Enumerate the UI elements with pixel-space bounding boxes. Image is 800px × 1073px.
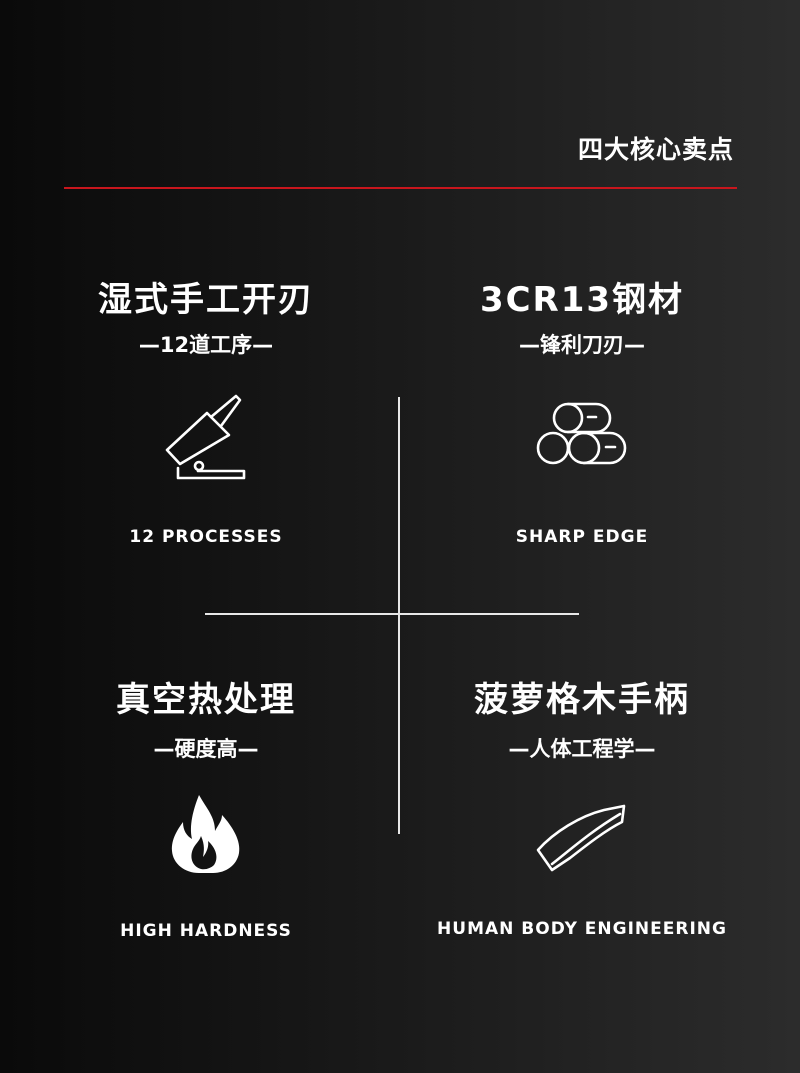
feature-title: 菠萝格木手柄 [474, 680, 690, 720]
feature-english: 12 PROCESSES [129, 527, 283, 547]
feature-title: 真空热处理 [116, 680, 296, 720]
feature-subtitle: —12道工序— [138, 333, 274, 357]
feature-title: 3CR13钢材 [479, 280, 685, 320]
feature-subtitle: —硬度高— [153, 737, 259, 761]
cleaver-icon [165, 394, 246, 480]
handle-icon [536, 804, 628, 872]
feature-english: HIGH HARDNESS [120, 921, 292, 941]
vertical-divider [398, 397, 400, 834]
feature-subtitle: —锋利刀刃— [519, 333, 645, 357]
header-title: 四大核心卖点 [577, 135, 734, 164]
feature-english: SHARP EDGE [515, 527, 649, 547]
feature-title: 湿式手工开刃 [98, 280, 314, 320]
header-rule [64, 187, 737, 189]
steel-rolls-icon [536, 400, 628, 466]
feature-english: HUMAN BODY ENGINEERING [437, 919, 727, 939]
horizontal-divider [205, 613, 579, 615]
feature-subtitle: —人体工程学— [508, 737, 656, 761]
flame-icon [171, 795, 241, 873]
